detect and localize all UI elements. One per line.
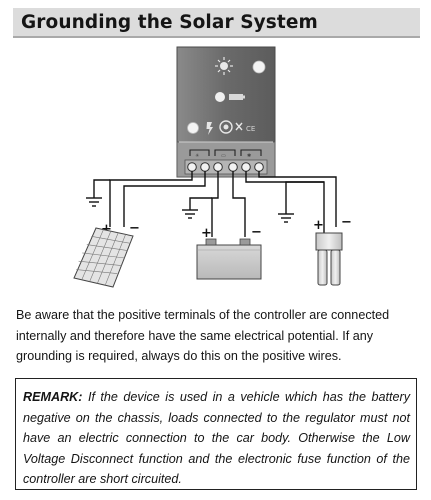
svg-text:+: +: [201, 226, 212, 241]
svg-text:+: +: [313, 218, 324, 233]
sun-icon: [215, 57, 233, 75]
svg-text:−: −: [341, 215, 352, 230]
remark-label: REMARK:: [23, 390, 83, 404]
wiring: [93, 171, 337, 237]
ground-symbol: [86, 197, 102, 207]
ground-symbol: [182, 209, 198, 219]
polarity-signs: + − + − + −: [101, 215, 352, 241]
load-lamp: [315, 232, 343, 286]
svg-text:✱: ✱: [247, 153, 252, 159]
terminal-brackets: [189, 149, 262, 156]
led-indicator-icon: [252, 60, 266, 74]
bulb-icon: [206, 122, 213, 135]
svg-text:−: −: [129, 221, 140, 236]
ground-symbol: [278, 213, 294, 223]
x-mark-icon: [235, 122, 243, 131]
ce-mark-icon: CE: [246, 125, 255, 133]
terminal-small-icons: ☀ ▭ ✱: [195, 153, 252, 159]
svg-text:☀: ☀: [195, 153, 199, 159]
battery-icon: [215, 92, 245, 102]
battery: [196, 238, 262, 280]
svg-text:+: +: [101, 222, 112, 237]
solar-panel: [73, 227, 134, 288]
remark-box: REMARK: If the device is used in a vehic…: [15, 378, 417, 490]
terminal-block: [184, 159, 268, 175]
fuse-icon: [219, 120, 233, 134]
svg-text:CE: CE: [246, 125, 255, 133]
svg-text:−: −: [251, 225, 262, 240]
led-load-icon: [187, 122, 199, 134]
grounding-diagram: CE ☀ ▭ ✱: [73, 46, 352, 288]
svg-text:▭: ▭: [221, 153, 226, 159]
title-bar: Grounding the Solar System: [13, 8, 420, 38]
body-paragraph: Be aware that the positive terminals of …: [16, 308, 390, 363]
remark-text: If the device is used in a vehicle which…: [23, 390, 410, 487]
page-title: Grounding the Solar System: [21, 12, 318, 33]
